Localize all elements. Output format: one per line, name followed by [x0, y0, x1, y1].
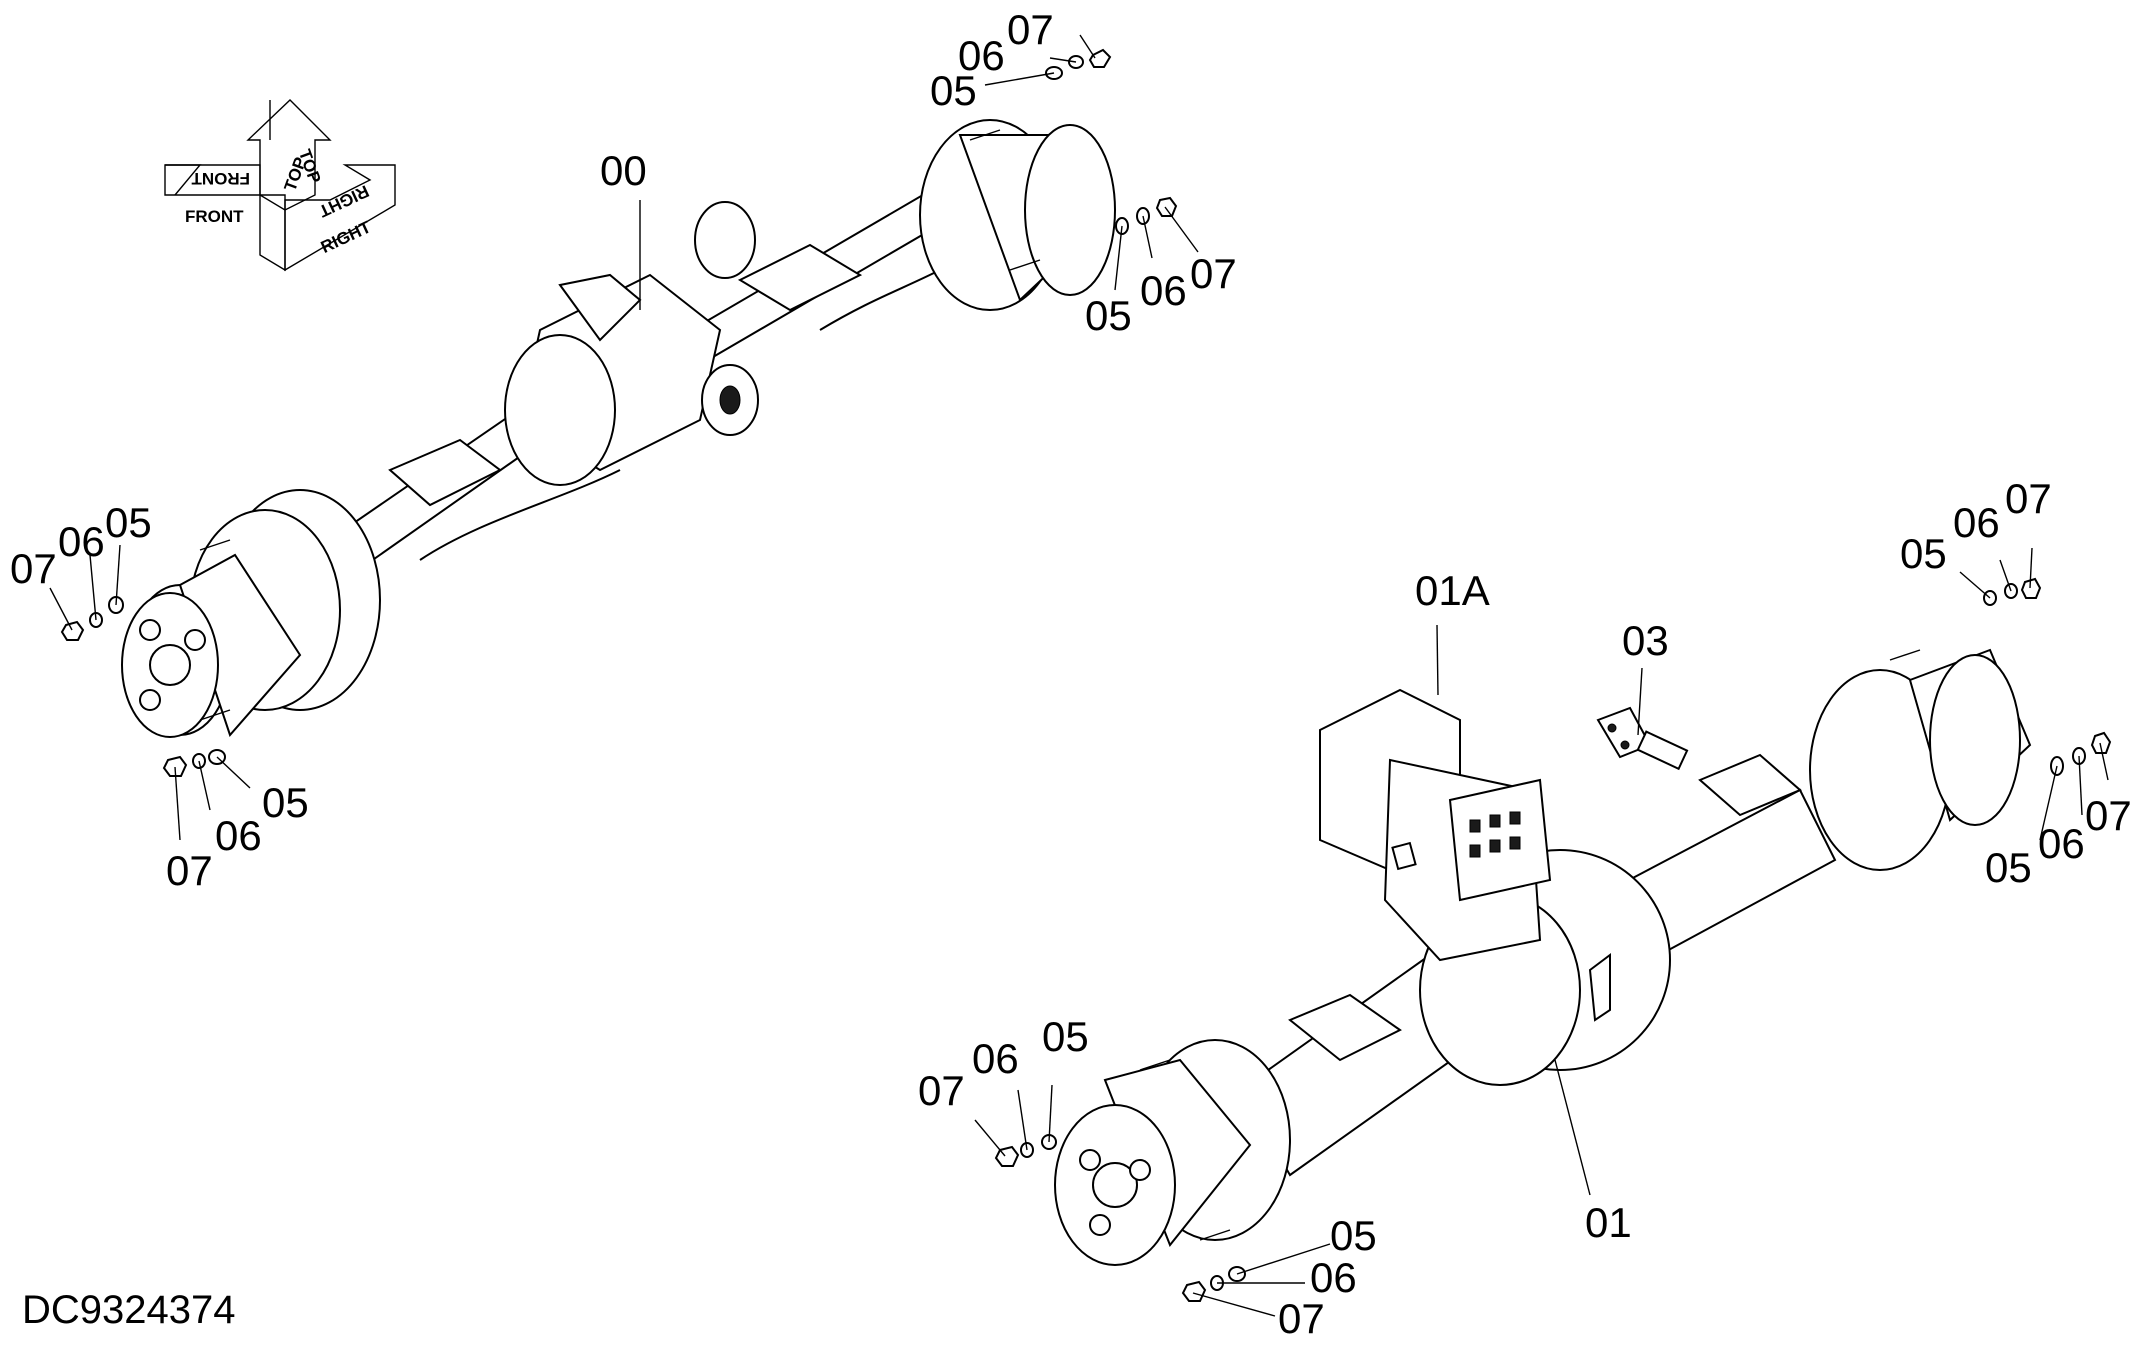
callout-washer-a: 05	[105, 499, 152, 546]
callout-washer-a: 05	[930, 67, 977, 114]
valve-03	[1596, 706, 1689, 771]
callout-washer-b: 06	[1140, 267, 1187, 314]
callout-labels: 00 01 01A 03 07 06 05 05 06 07 05 06 07 …	[10, 6, 2132, 1342]
callout-washer-b: 06	[215, 812, 262, 859]
callout-washer-b: 06	[972, 1035, 1019, 1082]
callout-washer-a: 05	[1042, 1013, 1089, 1060]
callout-nut: 07	[1278, 1295, 1325, 1342]
orientation-indicator: FRONT FRONT TOP TOP RIGHT RIGHT	[164, 99, 396, 272]
callout-washer-a: 05	[1330, 1212, 1377, 1259]
callout-nut: 07	[2085, 792, 2132, 839]
callout-nut: 07	[1007, 6, 1054, 53]
callout-washer-b: 06	[1310, 1254, 1357, 1301]
callout-nut: 07	[166, 847, 213, 894]
callout-washer-b: 06	[58, 518, 105, 565]
callout-washer-b: 06	[1953, 499, 2000, 546]
front-label: FRONT	[185, 207, 244, 226]
callout-washer-a: 05	[262, 779, 309, 826]
callout-nut: 07	[1190, 250, 1237, 297]
leader-lines	[49, 34, 2109, 1317]
rear-axle-assembly	[1054, 648, 2032, 1266]
callout-washer-a: 05	[1900, 530, 1947, 577]
callout-nut: 07	[918, 1067, 965, 1114]
drawing-number: DC9324374	[22, 1288, 236, 1332]
callout-washer-a: 05	[1085, 292, 1132, 339]
callout-front-axle: 00	[600, 147, 647, 194]
right-label: RIGHT	[318, 217, 375, 257]
callout-washer-a: 05	[1985, 844, 2032, 891]
callout-washer-b: 06	[958, 32, 1005, 79]
front-label-mirror: FRONT	[191, 169, 250, 188]
callout-nut: 07	[2005, 475, 2052, 522]
callout-nut: 07	[10, 545, 57, 592]
callout-washer-b: 06	[2038, 820, 2085, 867]
callout-valve: 03	[1622, 617, 1669, 664]
callout-sub-assembly: 01A	[1415, 567, 1490, 614]
front-axle-assembly	[121, 119, 1116, 738]
sub-assembly-01a	[1319, 688, 1552, 962]
callout-rear-axle: 01	[1585, 1199, 1632, 1246]
right-label-mirror: RIGHT	[315, 181, 372, 221]
